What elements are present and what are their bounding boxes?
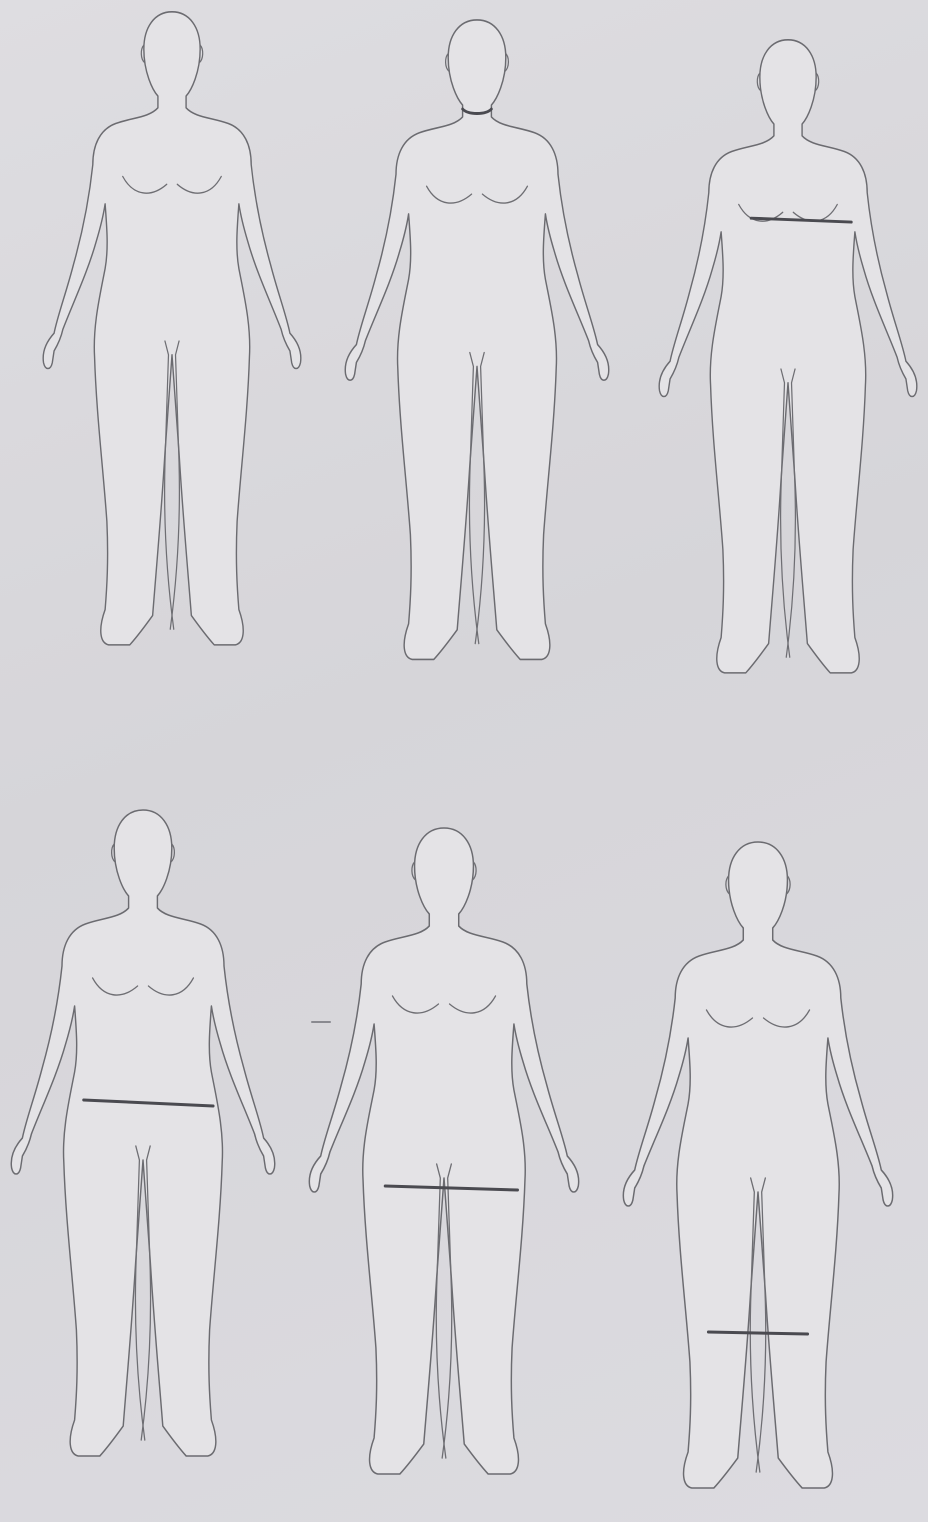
figure-6-knee-measure [623, 842, 892, 1488]
figure-2-neck-measure [345, 20, 608, 660]
figure-1-no-measure [43, 12, 301, 645]
knee-measure-line [708, 1332, 807, 1334]
figure-4-hip-measure [11, 810, 274, 1456]
figure-3-bust-measure [659, 40, 917, 673]
figure-5-thigh-measure [309, 828, 578, 1474]
